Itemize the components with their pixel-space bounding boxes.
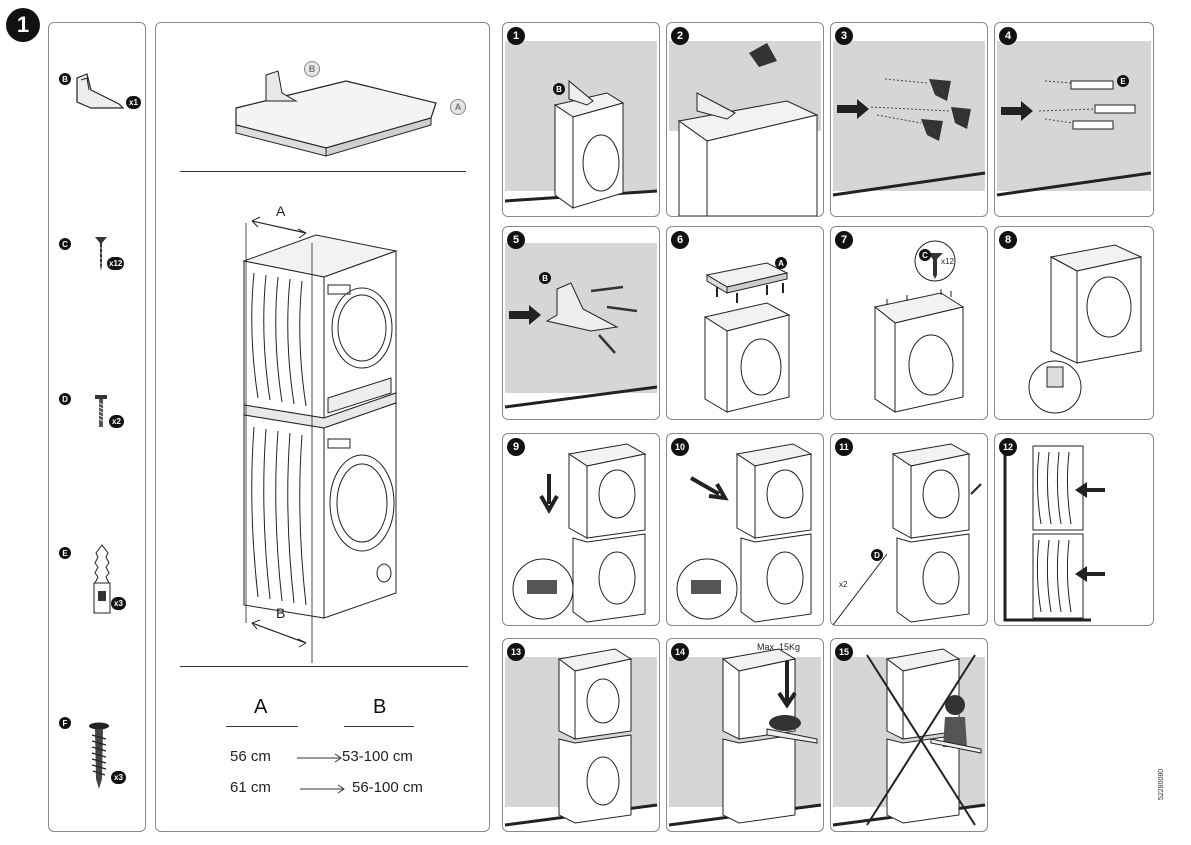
step-number-8: 8 xyxy=(999,231,1017,249)
part-c-letter: C xyxy=(59,238,71,250)
step-14-illustration xyxy=(668,648,822,827)
dimension-label-b: B xyxy=(276,605,286,621)
step-panel-3: 3 xyxy=(830,22,988,217)
step-number-6: 6 xyxy=(671,231,689,249)
wall-plug-icon xyxy=(93,544,111,614)
bracket-part-icon xyxy=(76,73,125,109)
small-screw-icon xyxy=(95,237,107,271)
step-number-14: 14 xyxy=(671,643,689,661)
step-number-15: 15 xyxy=(835,643,853,661)
step-number-10: 10 xyxy=(671,438,689,456)
step-number-9: 9 xyxy=(507,438,525,456)
table-header-a-underline xyxy=(226,726,298,727)
overview-panel: B A A B xyxy=(155,22,490,832)
step-panel-14: 14 Max. 15Kg xyxy=(666,638,824,832)
step-panel-11: 11 D x2 xyxy=(830,433,988,626)
stacking-kit-illustration xyxy=(235,70,437,157)
part-b-qty: x1 xyxy=(126,96,141,109)
table-header-b-underline xyxy=(344,726,414,727)
table-row-1-b: 53-100 cm xyxy=(342,748,413,765)
step-1-illustration xyxy=(504,41,658,209)
step-1-part-label: B xyxy=(553,83,565,95)
step-5-part-label: B xyxy=(539,272,551,284)
step-number-7: 7 xyxy=(835,231,853,249)
stacked-appliances-illustration xyxy=(242,234,398,619)
page-number-badge: 1 xyxy=(6,8,40,42)
step-7-part-label: C xyxy=(919,249,931,261)
parts-list-panel: B x1 C x12 D x2 E x3 F x3 xyxy=(48,22,146,832)
step-number-13: 13 xyxy=(507,643,525,661)
step-11-illustration xyxy=(832,443,982,625)
step-15-illustration xyxy=(832,648,986,827)
step-panel-12: 12 xyxy=(994,433,1154,626)
table-row-1-arrow xyxy=(297,753,342,763)
step-number-11: 11 xyxy=(835,438,853,456)
step-number-12: 12 xyxy=(999,438,1017,456)
step-11-part-label: D xyxy=(871,549,883,561)
step-9-illustration xyxy=(512,443,647,623)
step-13-illustration xyxy=(504,648,658,827)
table-row-2-arrow xyxy=(300,784,345,794)
table-row-1-a: 56 cm xyxy=(230,748,271,765)
step-panel-6: 6 A xyxy=(666,226,824,420)
step-number-3: 3 xyxy=(835,27,853,45)
step-11-qty: x2 xyxy=(839,580,848,589)
step-panel-8: 8 xyxy=(994,226,1154,420)
part-e-qty: x3 xyxy=(111,597,126,610)
part-f-letter: F xyxy=(59,717,71,729)
part-d-qty: x2 xyxy=(109,415,124,428)
part-c-qty: x12 xyxy=(107,257,125,270)
step-7-qty: x12 xyxy=(941,257,954,266)
table-header-a: A xyxy=(254,696,268,718)
part-d-letter: D xyxy=(59,393,71,405)
step-12-illustration xyxy=(1003,444,1105,622)
table-header-b: B xyxy=(373,696,387,718)
step-8-illustration xyxy=(1028,244,1143,414)
dimension-lines xyxy=(245,216,313,663)
step-panel-13: 13 xyxy=(502,638,660,832)
step-panel-10: 10 xyxy=(666,433,824,626)
step-number-5: 5 xyxy=(507,231,525,249)
machine-screw-icon xyxy=(95,395,107,427)
kit-label-b: B xyxy=(304,61,320,77)
step-7-illustration xyxy=(873,240,965,413)
divider-top xyxy=(180,171,466,172)
step-2-illustration xyxy=(669,41,821,216)
step-panel-5: 5 B xyxy=(502,226,660,420)
step-panel-1: 1 B xyxy=(502,22,660,217)
step-number-2: 2 xyxy=(671,27,689,45)
page-number: 1 xyxy=(16,12,30,37)
part-e-letter: E xyxy=(59,547,71,559)
step-panel-2: 2 xyxy=(666,22,824,217)
kit-label-a: A xyxy=(450,99,466,115)
step-6-part-label: A xyxy=(775,257,787,269)
step-10-illustration xyxy=(676,443,813,623)
step-panel-9: 9 xyxy=(502,433,660,626)
step-panel-15: 15 xyxy=(830,638,988,832)
table-row-2-a: 61 cm xyxy=(230,779,271,796)
table-row-2-b: 56-100 cm xyxy=(352,779,423,796)
part-b-letter: B xyxy=(59,73,71,85)
document-code: 52280080 xyxy=(1158,768,1165,800)
step-panel-7: 7 C x12 xyxy=(830,226,988,420)
wood-screw-icon xyxy=(89,722,109,789)
step-number-1: 1 xyxy=(507,27,525,45)
step-panel-4: 4 E xyxy=(994,22,1154,217)
step-14-max-load: Max. 15Kg xyxy=(757,642,801,652)
step-4-illustration xyxy=(996,41,1152,197)
step-3-illustration xyxy=(832,41,986,197)
part-f-qty: x3 xyxy=(111,771,126,784)
dimension-label-a: A xyxy=(276,203,286,219)
step-number-4: 4 xyxy=(999,27,1017,45)
step-6-illustration xyxy=(703,262,791,413)
step-5-illustration xyxy=(504,243,658,409)
step-4-part-label: E xyxy=(1117,75,1129,87)
divider-bottom xyxy=(180,666,468,667)
